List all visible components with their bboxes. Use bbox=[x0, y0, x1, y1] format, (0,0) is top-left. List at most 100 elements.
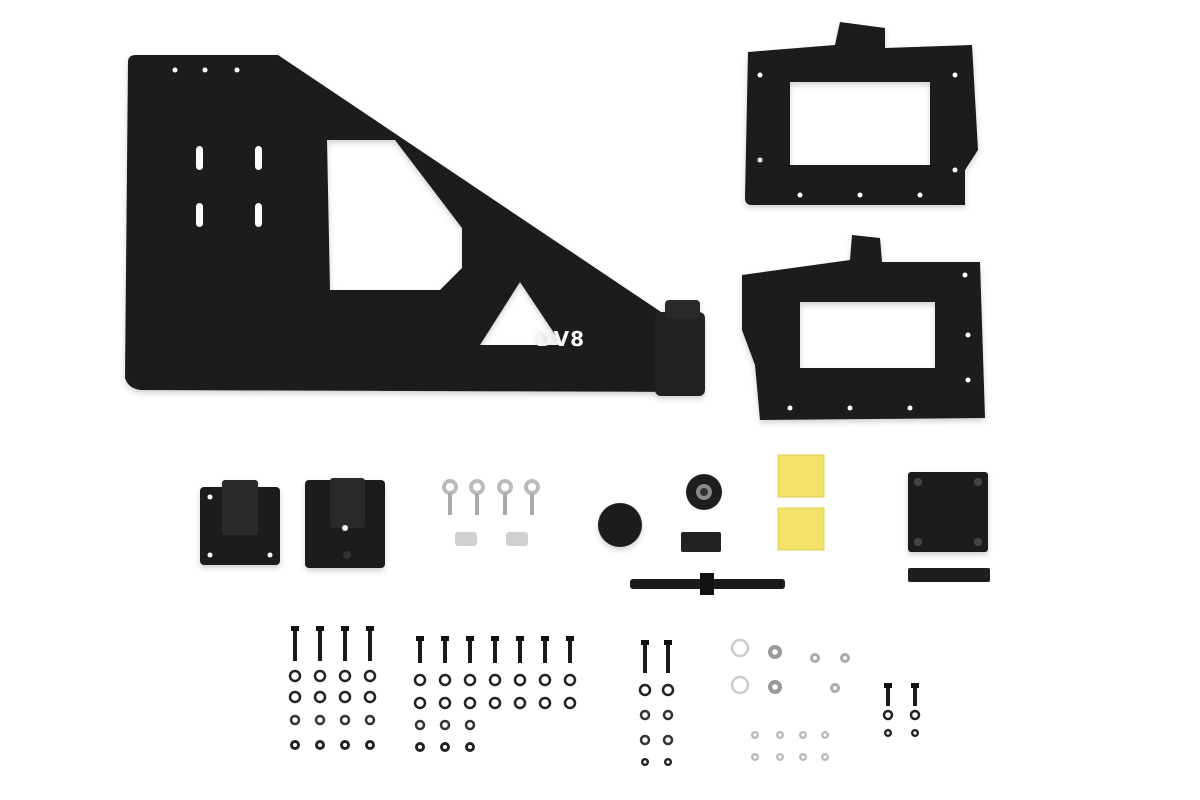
nut-hole bbox=[666, 760, 670, 764]
washer bbox=[414, 719, 426, 731]
washer bbox=[513, 673, 527, 687]
bolt bbox=[666, 645, 670, 673]
washer bbox=[413, 696, 427, 710]
rod-end bbox=[469, 479, 485, 495]
washer bbox=[313, 669, 327, 683]
bolt-head bbox=[416, 636, 424, 641]
nut-hole bbox=[443, 745, 447, 749]
rod-end bbox=[497, 479, 513, 495]
nut-hole bbox=[318, 743, 322, 747]
washer bbox=[661, 683, 675, 697]
washer bbox=[639, 709, 651, 721]
bolt bbox=[518, 641, 522, 663]
rod-end-thread bbox=[530, 493, 534, 515]
washer bbox=[538, 673, 552, 687]
washer bbox=[909, 709, 921, 721]
nut-hole bbox=[468, 745, 472, 749]
washer bbox=[563, 696, 577, 710]
washer bbox=[338, 690, 352, 704]
nut-hole bbox=[813, 656, 817, 660]
hardware-packet bbox=[777, 507, 825, 551]
rod-end-thread bbox=[503, 493, 507, 515]
washer bbox=[464, 719, 476, 731]
nut-hole bbox=[368, 743, 372, 747]
rod-end-group bbox=[442, 479, 540, 515]
bolt bbox=[368, 631, 372, 661]
washer bbox=[314, 714, 326, 726]
washer bbox=[363, 690, 377, 704]
bolt bbox=[443, 641, 447, 663]
mount-plate bbox=[908, 472, 988, 552]
nut-hole bbox=[753, 755, 757, 759]
nut-hole bbox=[293, 743, 297, 747]
license-plate-bracket-lower bbox=[742, 235, 985, 420]
bolt-head bbox=[516, 636, 524, 641]
hinge-shaft bbox=[630, 573, 785, 595]
bolt bbox=[418, 641, 422, 663]
washer bbox=[563, 673, 577, 687]
bolt bbox=[343, 631, 347, 661]
hinge-mount-right bbox=[305, 478, 385, 568]
washer bbox=[463, 696, 477, 710]
washer bbox=[662, 709, 674, 721]
mount-bracket bbox=[908, 568, 990, 582]
bolt-head bbox=[641, 640, 649, 645]
nut-hole bbox=[823, 755, 827, 759]
bolt-head bbox=[366, 626, 374, 631]
washer bbox=[488, 696, 502, 710]
washer bbox=[339, 714, 351, 726]
nut-hole bbox=[886, 731, 890, 735]
rod-end bbox=[442, 479, 458, 495]
nut-hole bbox=[778, 755, 782, 759]
bolt-head bbox=[884, 683, 892, 688]
rod-end-thread bbox=[448, 493, 452, 515]
nut-hole bbox=[823, 733, 827, 737]
bolt-head bbox=[316, 626, 324, 631]
end-cap bbox=[598, 503, 642, 547]
bolt bbox=[643, 645, 647, 673]
washer bbox=[730, 675, 750, 695]
washer bbox=[730, 638, 750, 658]
tire-carrier-arm: DV8 bbox=[125, 55, 705, 396]
bolt-head bbox=[491, 636, 499, 641]
bolt bbox=[293, 631, 297, 661]
bolt bbox=[318, 631, 322, 661]
nut-hole bbox=[643, 760, 647, 764]
washer bbox=[662, 734, 674, 746]
rod-end bbox=[524, 479, 540, 495]
washer bbox=[638, 683, 652, 697]
nut-hole bbox=[418, 745, 422, 749]
bolt bbox=[886, 688, 890, 706]
shaft-retainer bbox=[681, 532, 721, 552]
washer bbox=[463, 673, 477, 687]
bolt-head bbox=[664, 640, 672, 645]
license-plate-bracket-upper bbox=[745, 22, 978, 205]
bolt-head bbox=[566, 636, 574, 641]
dv8-logo: DV8 bbox=[536, 327, 585, 351]
bolt-head bbox=[291, 626, 299, 631]
washer bbox=[338, 669, 352, 683]
washer bbox=[488, 673, 502, 687]
washer bbox=[363, 669, 377, 683]
bolt-head bbox=[466, 636, 474, 641]
spacer bbox=[455, 532, 477, 546]
washer bbox=[439, 719, 451, 731]
nut-hole bbox=[843, 656, 847, 660]
washer bbox=[313, 690, 327, 704]
bolt bbox=[913, 688, 917, 706]
bolt-head bbox=[341, 626, 349, 631]
washer bbox=[364, 714, 376, 726]
hardware-group bbox=[288, 626, 921, 766]
nut-hole bbox=[801, 755, 805, 759]
washer bbox=[438, 673, 452, 687]
nut-hole bbox=[772, 649, 778, 655]
nut-hole bbox=[833, 686, 837, 690]
washer bbox=[289, 714, 301, 726]
spacer bbox=[506, 532, 528, 546]
bolt bbox=[543, 641, 547, 663]
hinge-mount-left bbox=[200, 480, 280, 565]
washer bbox=[538, 696, 552, 710]
washer bbox=[413, 673, 427, 687]
